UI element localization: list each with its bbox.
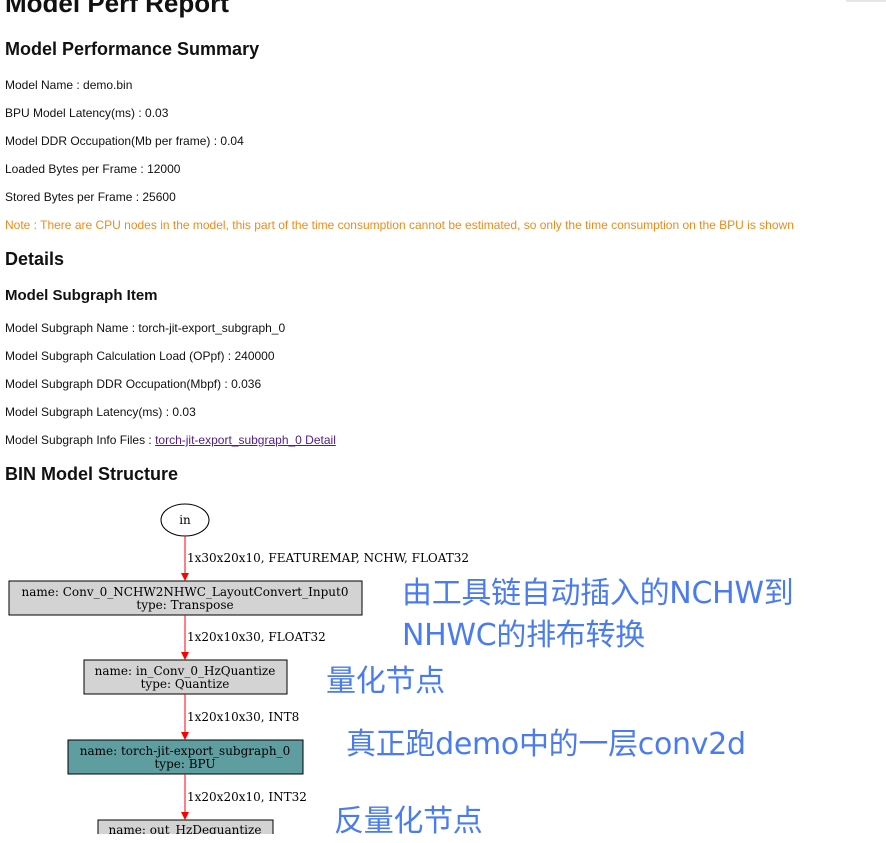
top-right-shadow [846,0,886,2]
node-1-name: name: Conv_0_NCHW2NHWC_LayoutConvert_Inp… [22,585,349,599]
stored-bytes-text: Stored Bytes per Frame : 25600 [5,190,176,204]
cpu-note: Note : There are CPU nodes in the model,… [5,218,794,232]
subgraph-detail-link[interactable]: torch-jit-export_subgraph_0 Detail [155,433,336,447]
graph-edge-2: 1x20x10x30, FLOAT32 [181,615,326,660]
graph-svg: in 1x30x20x10, FEATUREMAP, NCHW, FLOAT32… [8,503,469,834]
graph-node-bpu[interactable]: name: torch-jit-export_subgraph_0 type: … [67,739,304,775]
loaded-bytes-text: Loaded Bytes per Frame : 12000 [5,162,181,176]
node-1-type: type: Transpose [136,598,233,612]
subgraph-ddr-text: Model Subgraph DDR Occupation(Mbpf) : 0.… [5,377,262,391]
ddr-text: Model DDR Occupation(Mb per frame) : 0.0… [5,134,244,148]
annotation-dequantize: 反量化节点 [334,804,483,839]
subgraph-heading: Model Subgraph Item [5,287,158,304]
subgraph-info-label: Model Subgraph Info Files : [5,433,156,447]
structure-heading: BIN Model Structure [5,464,179,484]
annotation-layout-convert-line-2: NHWC的排布转换 [402,618,645,653]
graph-node-layout-convert[interactable]: name: Conv_0_NCHW2NHWC_LayoutConvert_Inp… [8,580,363,616]
subgraph-latency-text: Model Subgraph Latency(ms) : 0.03 [5,405,196,419]
annotation-conv: 真正跑demo中的一层conv2d [346,727,746,762]
model-name-text: Model Name : demo.bin [5,78,133,92]
node-3-type: type: BPU [154,757,215,771]
graph-node-quantize[interactable]: name: in_Conv_0_HzQuantize type: Quantiz… [83,659,288,695]
graph-node-input[interactable]: in [160,503,210,537]
annotation-layout-convert-line-1: 由工具链自动插入的NCHW到 [402,576,794,611]
subgraph-info-row: Model Subgraph Info Files : torch-jit-ex… [5,432,336,448]
node-3-name: name: torch-jit-export_subgraph_0 [80,744,290,758]
edge-2-label: 1x20x10x30, FLOAT32 [187,630,326,644]
input-node-label: in [179,513,191,527]
graph-edge-3: 1x20x10x30, INT8 [181,694,299,740]
node-2-type: type: Quantize [141,677,230,691]
details-heading: Details [5,249,65,269]
subgraph-name-text: Model Subgraph Name : torch-jit-export_s… [5,321,286,335]
graph-edge-4: 1x20x20x10, INT32 [181,774,307,820]
model-structure-graph: in 1x30x20x10, FEATUREMAP, NCHW, FLOAT32… [0,495,886,839]
page-title: Model Perf Report [5,0,229,18]
edge-1-label: 1x30x20x10, FEATUREMAP, NCHW, FLOAT32 [187,551,469,565]
graph-node-dequantize[interactable]: name: out_HzDequantize [97,819,274,834]
subgraph-load-text: Model Subgraph Calculation Load (OPpf) :… [5,349,275,363]
edge-3-label: 1x20x10x30, INT8 [187,710,299,724]
annotation-quantize: 量化节点 [326,664,445,699]
latency-text: BPU Model Latency(ms) : 0.03 [5,106,169,120]
edge-4-label: 1x20x20x10, INT32 [187,790,307,804]
node-4-name: name: out_HzDequantize [109,823,262,834]
summary-heading: Model Performance Summary [5,39,260,59]
graph-edge-1: 1x30x20x10, FEATUREMAP, NCHW, FLOAT32 [181,536,469,581]
node-2-name: name: in_Conv_0_HzQuantize [95,664,276,678]
